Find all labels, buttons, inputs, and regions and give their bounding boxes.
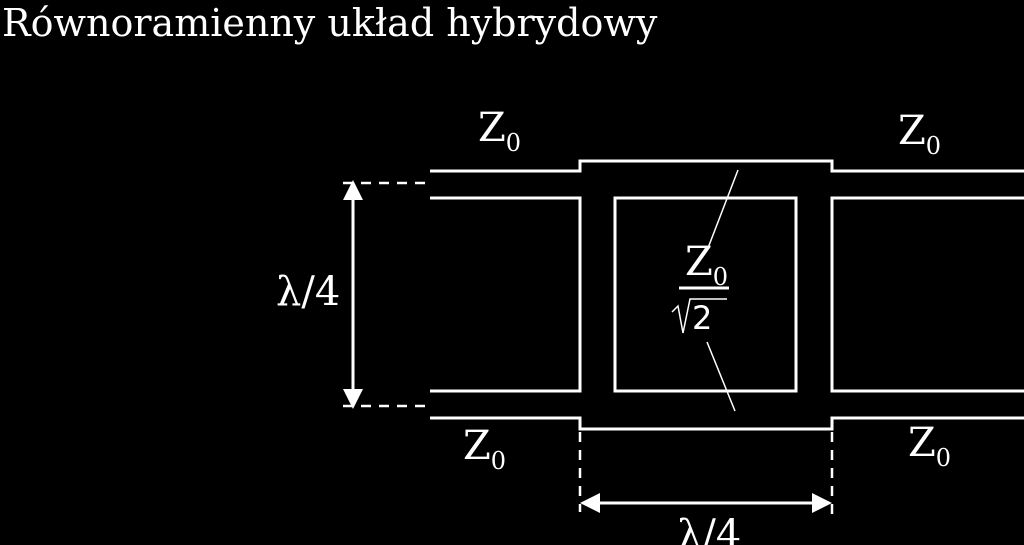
diagram-title: Równoramienny układ hybrydowy <box>2 1 658 45</box>
dim-arrow-up <box>343 180 363 200</box>
z0-label-top-right: Z0 <box>898 108 941 160</box>
center-slot <box>613 196 798 393</box>
sqrt-radical-sign <box>671 298 727 334</box>
z0-label-bottom-left: Z0 <box>463 423 506 475</box>
dim-arrow-left <box>580 493 600 513</box>
dim-arrow-down <box>343 389 363 409</box>
top-right-inner-edge <box>830 196 1024 393</box>
dim-label-vertical: λ/4 <box>276 269 340 315</box>
top-left-inner-edge <box>430 196 582 393</box>
z0-label-bottom-right: Z0 <box>908 420 951 472</box>
leader-line-top <box>707 169 739 249</box>
dim-label-horizontal: λ/4 <box>677 512 741 545</box>
z0-label-top-left: Z0 <box>478 105 521 157</box>
fraction-numerator: Z0 <box>685 239 728 291</box>
dim-arrow-right <box>812 493 832 513</box>
bottom-outer-line <box>430 416 1024 431</box>
leader-line-bottom <box>706 341 736 412</box>
top-outer-line <box>430 159 1024 173</box>
fraction-denominator: 2 <box>692 299 712 337</box>
